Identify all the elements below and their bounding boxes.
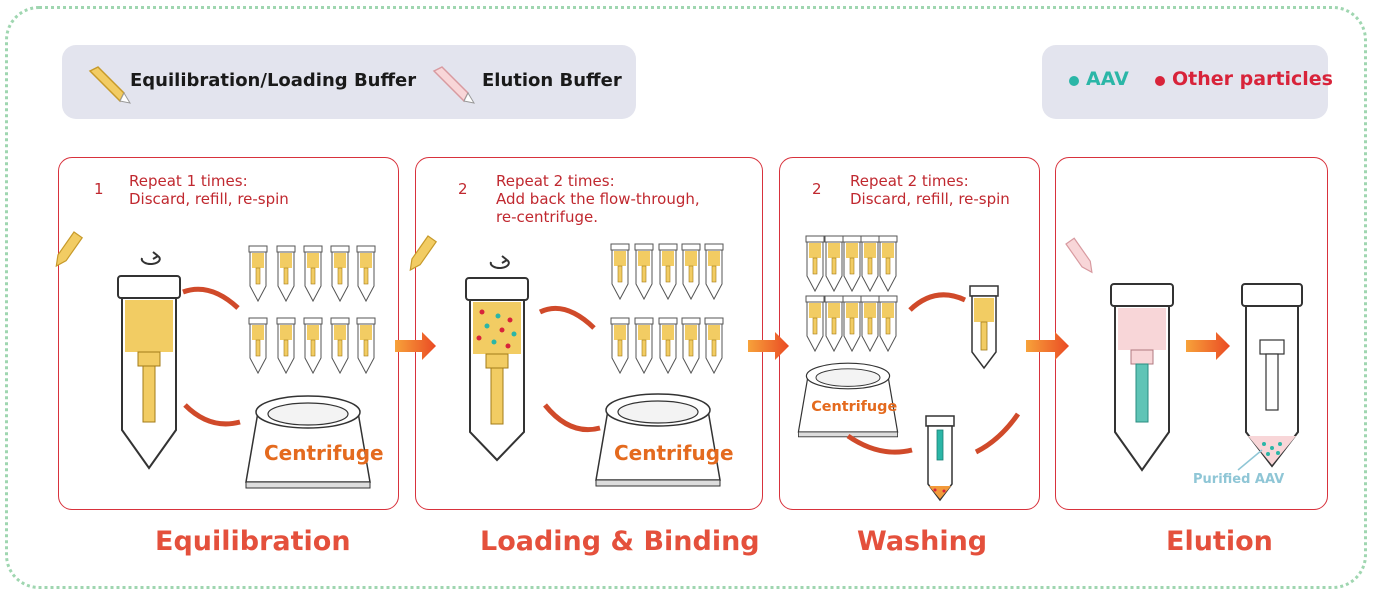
cycle-arrow [846,433,913,455]
equilibration-pipette-tip-icon [55,231,84,268]
cycle-arrow [974,412,1021,455]
cycle-arrow [183,403,241,427]
washing-spin-column [969,285,999,370]
washing-tube-rack [805,235,898,352]
step-arrow [395,332,436,360]
equilibration-buffer-label: Equilibration/Loading Buffer [130,70,417,91]
legend-tips [88,66,476,104]
elution-collection-tube [1241,283,1303,468]
panel-instruction: Repeat 1 times: Discard, refill, re-spin [129,172,289,208]
equilibration-spin-column [117,275,181,470]
particle-legend: AAV Other particles [1042,45,1333,119]
aav-label: AAV [1086,68,1129,90]
loading-pipette-tip-icon [409,235,438,272]
elution-pipette-tip-icon [1065,237,1093,274]
yellow-pipette-tip-icon [88,66,132,104]
elution-buffer-label: Elution Buffer [482,70,622,91]
purified-aav-label: Purified AAV [1193,472,1285,487]
stage-title-loading-binding: Loading & Binding [480,526,760,557]
step-arrow [1186,332,1230,360]
step-arrow [1026,332,1069,360]
cycle-arrow [543,403,601,433]
pink-pipette-tip-icon [432,66,476,104]
svg-text:Centrifuge: Centrifuge [614,441,734,465]
svg-text:Centrifuge: Centrifuge [264,441,384,465]
aav-dot-icon [1069,76,1079,86]
stage-title-equilibration: Equilibration [155,526,351,557]
loading-spin-column [465,277,529,462]
centrifuge-icon: Centrifuge [595,393,734,487]
cycle-arrow [908,292,967,312]
loading-tube-rack [610,243,724,374]
washing-collection-tube [925,415,955,502]
other-particle-dot-icon [1155,76,1165,86]
cycle-arrow [538,305,596,330]
other-particles-label: Other particles [1172,68,1333,90]
step-arrow [748,332,789,360]
centrifuge-icon: Centrifuge [245,395,384,489]
pointer-line [1237,449,1263,471]
stage-title-elution: Elution [1166,526,1273,557]
centrifuge-icon: Centrifuge [797,362,899,438]
panel-number: 2 [458,180,468,198]
outer-dotted-frame [5,6,1367,589]
rotate-icon [140,251,161,266]
panel-instruction: Repeat 2 times: Add back the flow-throug… [496,172,700,226]
panel-number: 1 [94,180,104,198]
svg-text:Centrifuge: Centrifuge [811,399,897,415]
rotate-icon [489,255,510,270]
buffer-legend: Equilibration/Loading Buffer Elution Buf… [62,45,636,119]
panel-instruction: Repeat 2 times: Discard, refill, re-spin [850,172,1010,208]
equilibration-tube-rack [248,245,376,374]
elution-spin-column [1110,283,1174,472]
cycle-arrow [182,286,240,310]
panel-number: 2 [812,180,822,198]
stage-title-washing: Washing [857,526,988,557]
